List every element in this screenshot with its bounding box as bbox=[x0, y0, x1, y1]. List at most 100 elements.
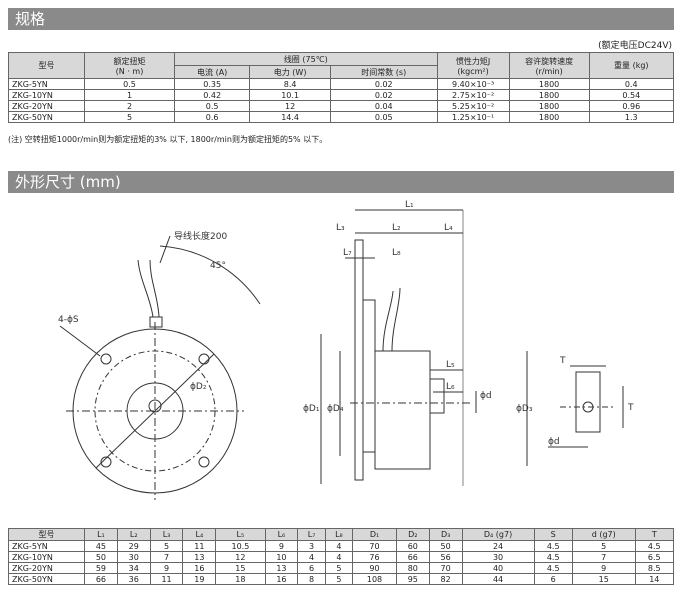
value-cell: 0.5 bbox=[173, 100, 251, 112]
value-cell: 0.96 bbox=[588, 100, 675, 112]
value-cell: 15 bbox=[215, 562, 266, 574]
value-cell: 5 bbox=[324, 562, 354, 574]
value-cell: 4 bbox=[297, 551, 326, 563]
lead-length-label: 导线长度200 bbox=[174, 230, 227, 242]
value-cell: 76 bbox=[352, 551, 397, 563]
dimension-column-header: D₁ bbox=[352, 528, 397, 541]
value-cell: 16 bbox=[182, 562, 217, 574]
value-cell: 0.42 bbox=[173, 89, 251, 101]
value-cell: 66 bbox=[395, 551, 430, 563]
dimension-column-header: L₈ bbox=[324, 528, 354, 541]
dimension-section-title: 外形尺寸 (mm) bbox=[8, 171, 674, 193]
value-cell: 0.5 bbox=[84, 78, 175, 90]
mount-hole-bl bbox=[100, 456, 112, 468]
col-speed-unit: (r/min) bbox=[535, 66, 563, 76]
value-cell: 0.02 bbox=[329, 89, 438, 101]
value-cell: 70 bbox=[352, 540, 397, 552]
col-torque: 额定扭矩 (N · m) bbox=[84, 52, 175, 79]
col-inertia: 惯性力矩J (kgcm²) bbox=[436, 52, 510, 79]
value-cell: 10 bbox=[264, 551, 299, 563]
dimension-column-header: L₅ bbox=[215, 528, 266, 541]
value-cell: 12 bbox=[249, 100, 331, 112]
angle-arc bbox=[159, 245, 261, 305]
dimension-column-header: 型号 bbox=[8, 528, 85, 541]
dimension-column-header: S bbox=[533, 528, 573, 541]
col-inertia-label: 惯性力矩J bbox=[455, 56, 491, 66]
mount-hole-tr bbox=[198, 353, 210, 365]
dimension-column-header: L₁ bbox=[84, 528, 118, 541]
value-cell: 0.4 bbox=[588, 78, 675, 90]
value-cell: 95 bbox=[395, 573, 430, 585]
value-cell: 70 bbox=[428, 562, 463, 574]
value-cell: 7 bbox=[149, 551, 184, 563]
l8-label: L₈ bbox=[392, 248, 401, 258]
l4-label: L₄ bbox=[444, 223, 453, 233]
t-side-label: T bbox=[627, 403, 634, 413]
value-cell: 13 bbox=[264, 562, 299, 574]
value-cell: 3 bbox=[297, 540, 326, 552]
col-time-constant: 时间常数 (s) bbox=[329, 65, 438, 79]
value-cell: 45 bbox=[84, 540, 118, 552]
value-cell: 1800 bbox=[508, 111, 590, 123]
d1-label: ϕD₁ bbox=[303, 404, 320, 414]
value-cell: 2 bbox=[84, 100, 175, 112]
value-cell: 14.4 bbox=[249, 111, 331, 123]
model-cell: ZKG-10YN bbox=[8, 89, 85, 101]
value-cell: 6.5 bbox=[634, 551, 675, 563]
model-cell: ZKG-50YN bbox=[8, 573, 85, 585]
value-cell: 60 bbox=[395, 540, 430, 552]
lead-wire-2 bbox=[149, 259, 160, 318]
model-cell: ZKG-5YN bbox=[8, 540, 85, 552]
shaft-hub bbox=[429, 378, 445, 414]
dimension-column-header: L₆ bbox=[264, 528, 299, 541]
l1-label: L₁ bbox=[405, 200, 414, 210]
value-cell: 2.75×10⁻² bbox=[436, 89, 510, 101]
dimension-column-header: T bbox=[634, 528, 675, 541]
dimension-column-header: D₄ (g7) bbox=[461, 528, 535, 541]
value-cell: 5 bbox=[571, 540, 636, 552]
value-cell: 30 bbox=[461, 551, 535, 563]
shaft-bore bbox=[148, 399, 162, 413]
spec-section-title: 规格 bbox=[8, 8, 674, 30]
col-model: 型号 bbox=[8, 52, 85, 79]
value-cell: 1.3 bbox=[588, 111, 675, 123]
l7-label: L₇ bbox=[343, 248, 352, 258]
value-cell: 0.02 bbox=[329, 78, 438, 90]
mount-hole-tl bbox=[100, 353, 112, 365]
dimension-column-header: D₃ bbox=[428, 528, 463, 541]
angle-label: 45° bbox=[210, 261, 226, 271]
value-cell: 6 bbox=[297, 562, 326, 574]
l6-label: L₆ bbox=[446, 382, 455, 392]
dimension-drawing: 导线长度200 45° 4-ϕS ϕD₂ L₁ L₂ L₃ L₄ L₅ L₆ L… bbox=[58, 200, 634, 500]
col-torque-label: 额定扭矩 bbox=[113, 56, 146, 66]
value-cell: 1.25×10⁻¹ bbox=[436, 111, 510, 123]
d4-label: ϕD₄ bbox=[327, 404, 344, 414]
col-power: 电力 (W) bbox=[249, 65, 331, 79]
hole-label: 4-ϕS bbox=[58, 315, 79, 325]
spec-table: 型号 额定扭矩 (N · m) 线圈 (75℃) 惯性力矩J (kgcm²) 容… bbox=[8, 52, 675, 123]
value-cell: 0.6 bbox=[173, 111, 251, 123]
lead-wire-1 bbox=[137, 259, 154, 318]
side-view: L₁ L₂ L₃ L₄ L₅ L₆ L₇ L₈ ϕD₁ ϕD₄ ϕD₃ ϕd bbox=[303, 200, 533, 486]
value-cell: 4.5 bbox=[634, 540, 675, 552]
value-cell: 40 bbox=[461, 562, 535, 574]
shaft-d-label: ϕd bbox=[548, 437, 560, 447]
value-cell: 34 bbox=[116, 562, 151, 574]
model-cell: ZKG-50YN bbox=[8, 111, 85, 123]
value-cell: 1 bbox=[84, 89, 175, 101]
value-cell: 8.5 bbox=[634, 562, 675, 574]
value-cell: 0.54 bbox=[588, 89, 675, 101]
dimension-column-header: L₇ bbox=[297, 528, 326, 541]
value-cell: 14 bbox=[634, 573, 675, 585]
value-cell: 5 bbox=[324, 573, 354, 585]
col-weight: 重量 (kg) bbox=[588, 52, 675, 79]
value-cell: 13 bbox=[182, 551, 217, 563]
